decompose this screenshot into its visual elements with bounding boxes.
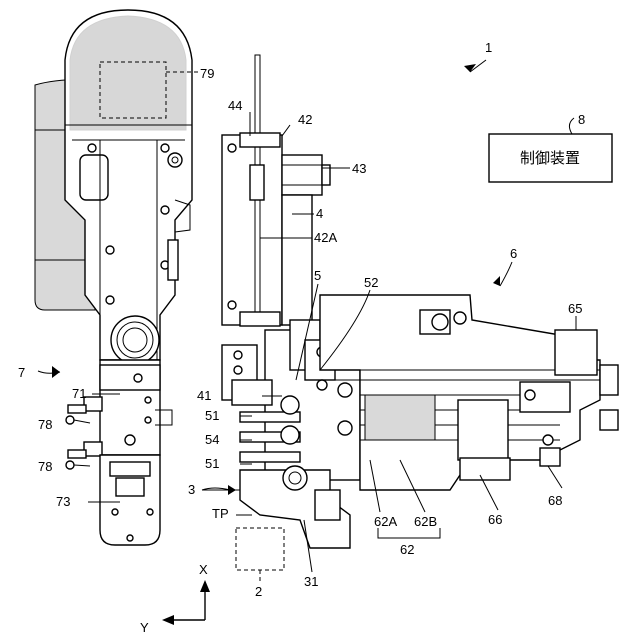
slide-unit-4 (222, 55, 330, 326)
label-8: 8 (578, 112, 585, 127)
label-5: 5 (314, 268, 321, 283)
label-66: 66 (488, 512, 502, 527)
label-3: 3 (188, 482, 195, 497)
label-51-lower: 51 (205, 456, 219, 471)
label-2: 2 (255, 584, 262, 599)
control-device-8: 制御装置 (489, 118, 612, 182)
control-device-label: 制御装置 (520, 149, 580, 167)
pin-78-lower (66, 442, 102, 469)
label-65: 65 (568, 301, 582, 316)
label-42: 42 (298, 112, 312, 127)
nozzle-unit-73 (100, 455, 160, 545)
label-71: 71 (72, 386, 86, 401)
label-78-lower: 78 (38, 459, 52, 474)
label-62: 62 (400, 542, 414, 557)
label-62b: 62B (414, 514, 437, 529)
label-42a: 42A (314, 230, 337, 245)
label-6: 6 (510, 246, 517, 261)
label-78-upper: 78 (38, 417, 52, 432)
label-79: 79 (200, 66, 214, 81)
axis-indicator: X Y (140, 562, 210, 635)
label-31: 31 (304, 574, 318, 589)
label-1: 1 (485, 40, 492, 55)
label-62a: 62A (374, 514, 397, 529)
label-tp: TP (212, 506, 229, 521)
robot-arm-body (35, 10, 198, 364)
label-51-upper: 51 (205, 408, 219, 423)
label-54: 54 (205, 432, 219, 447)
axis-x-label: X (199, 562, 208, 577)
label-68: 68 (548, 493, 562, 508)
label-44: 44 (228, 98, 242, 113)
feeder-unit-6 (320, 295, 618, 490)
label-4: 4 (316, 206, 323, 221)
axis-y-label: Y (140, 620, 149, 635)
label-43: 43 (352, 161, 366, 176)
label-41: 41 (197, 388, 211, 403)
label-52: 52 (364, 275, 378, 290)
label-7: 7 (18, 365, 25, 380)
pin-78-upper (66, 397, 102, 424)
label-73: 73 (56, 494, 70, 509)
head-unit-71 (66, 360, 172, 469)
